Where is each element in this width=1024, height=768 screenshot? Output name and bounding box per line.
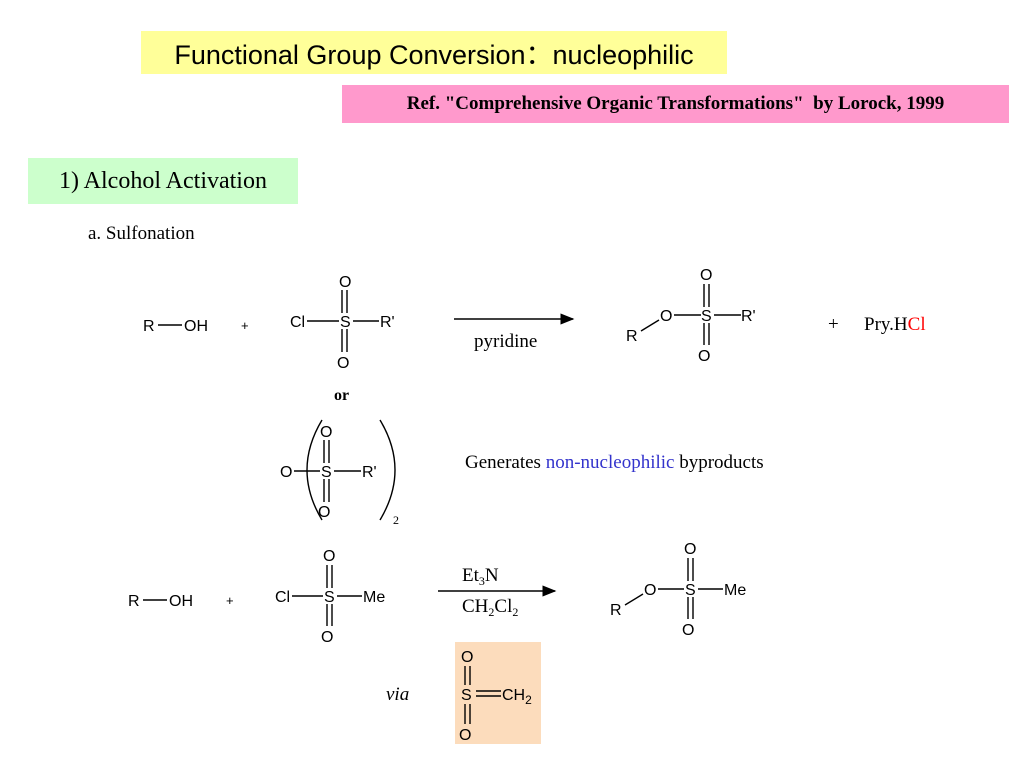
atom-r-prime-label: R' (741, 308, 756, 325)
atom-o-label: O (700, 267, 712, 284)
atom-o-label: O (339, 274, 351, 291)
atom-o-label: O (461, 649, 473, 666)
atom-o-label: O (337, 355, 349, 372)
via-label: via (386, 684, 409, 705)
reaction-arrow-2: Et3N CH2Cl2 (438, 565, 557, 619)
atom-s-label: S (324, 589, 335, 606)
byproduct-pyridinium-hcl: + Pry.HCl (828, 314, 926, 335)
slide-title: Functional Group Conversion：nucleophilic (141, 31, 727, 74)
atom-o-label: O (320, 424, 332, 441)
svg-text:Pry.HCl: Pry.HCl (864, 314, 926, 335)
atom-s-label: S (685, 582, 696, 599)
section-heading: 1) Alcohol Activation (28, 158, 298, 204)
plus-sign-1: + (241, 318, 249, 333)
plus-sign-2: + (226, 593, 234, 608)
atom-r-prime-label: R' (362, 464, 377, 481)
atom-o-label: O (459, 727, 471, 744)
sulfonic-anhydride: O S R' O O 2 (280, 419, 399, 527)
anhydride-subscript: 2 (393, 513, 399, 527)
atom-o-label: O (698, 348, 710, 365)
atom-o-label: O (280, 464, 292, 481)
reagent-triethylamine: Et3N (462, 565, 499, 588)
atom-o-label: O (323, 548, 335, 565)
atom-r-label: R (610, 602, 622, 619)
atom-r-label: R (128, 593, 140, 610)
byproduct-chloride: Cl (908, 314, 926, 335)
atom-o-label: O (644, 582, 656, 599)
or-label: or (334, 387, 349, 404)
atom-s-label: S (461, 687, 472, 704)
alcohol-1: R OH (143, 318, 208, 335)
mesyl-chloride: Cl S Me O O (275, 548, 385, 646)
atom-s-label: S (340, 314, 351, 331)
sulfene-intermediate-box (455, 642, 541, 744)
byproduct-note: Generates non-nucleophilic byproducts (465, 452, 764, 473)
atom-o-label: O (660, 308, 672, 325)
atom-me-label: Me (724, 582, 746, 599)
atom-r-prime-label: R' (380, 314, 395, 331)
reagent-dichloromethane: CH2Cl2 (462, 596, 518, 619)
atom-o-label: O (321, 629, 333, 646)
atom-oh-label: OH (169, 593, 193, 610)
subsection-heading: a. Sulfonation (88, 223, 195, 244)
atom-cl-label: Cl (275, 589, 290, 606)
non-nucleophilic-highlight: non-nucleophilic (546, 452, 675, 473)
alcohol-2: R OH (128, 593, 193, 610)
atom-s-label: S (701, 308, 712, 325)
sulfonyl-chloride: Cl S R' O O (290, 274, 395, 372)
atom-s-label: S (321, 464, 332, 481)
byproduct-label: Pry.H (864, 314, 908, 335)
reaction-arrow-1: pyridine (454, 313, 575, 352)
reference-citation: Ref. "Comprehensive Organic Transformati… (342, 85, 1009, 123)
atom-o-label: O (318, 504, 330, 521)
plus-sign-byproduct: + (828, 314, 839, 335)
sulfonate-ester-product: R O S R' O O (626, 267, 756, 365)
atom-oh-label: OH (184, 318, 208, 335)
atom-cl-label: Cl (290, 314, 305, 331)
reagent-pyridine: pyridine (474, 331, 537, 352)
ch2-label: CH2 (502, 687, 532, 707)
atom-o-label: O (682, 622, 694, 639)
sulfene-structure: O S CH2 O (459, 649, 532, 744)
mesylate-product: R O S Me O O (610, 541, 746, 639)
atom-r-label: R (626, 328, 638, 345)
atom-o-label: O (684, 541, 696, 558)
atom-me-label: Me (363, 589, 385, 606)
atom-r-label: R (143, 318, 155, 335)
